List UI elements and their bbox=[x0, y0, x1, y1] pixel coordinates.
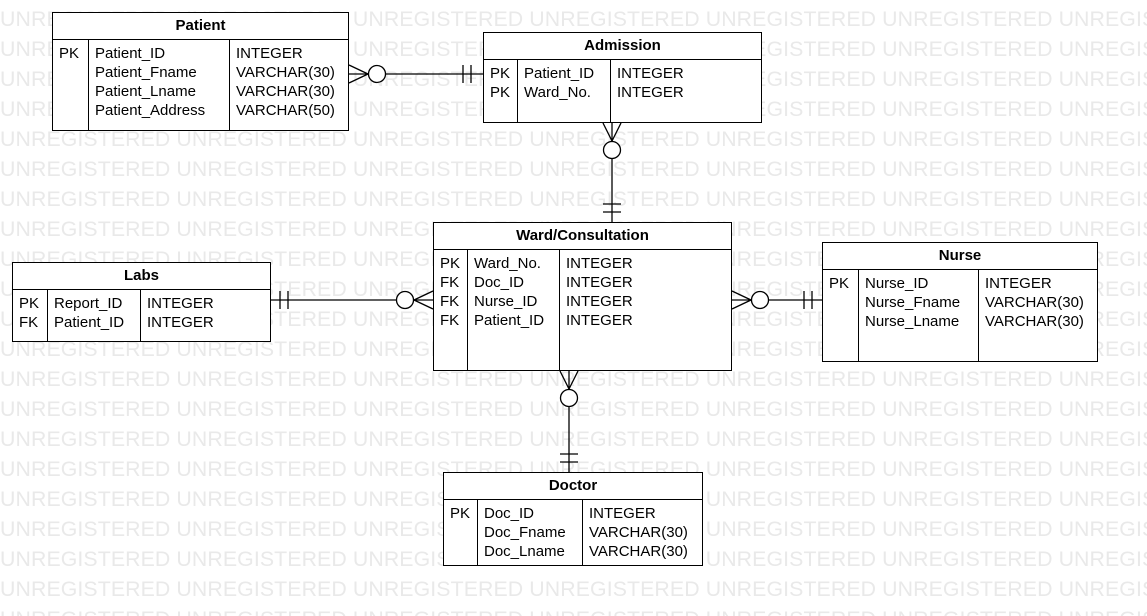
key-label: FK bbox=[440, 293, 460, 310]
name-column: Patient_ID Ward_No. bbox=[518, 60, 611, 122]
type-column: INTEGER VARCHAR(30) VARCHAR(30) bbox=[979, 270, 1097, 361]
key-label: FK bbox=[19, 314, 39, 331]
key-label: PK bbox=[450, 505, 471, 522]
attribute-name: Nurse_ID bbox=[865, 275, 929, 292]
attribute-type: VARCHAR(50) bbox=[236, 102, 335, 119]
relationship-patient-admission[interactable] bbox=[348, 64, 483, 84]
attribute-type: INTEGER bbox=[147, 295, 214, 312]
name-column: Ward_No. Doc_ID Nurse_ID Patient_ID bbox=[468, 250, 560, 370]
entity-labs[interactable]: Labs PK FK Report_ID Patient_ID INTEGER … bbox=[12, 262, 271, 342]
attribute-name: Nurse_Lname bbox=[865, 313, 960, 330]
key-label: FK bbox=[440, 274, 460, 291]
key-label: PK bbox=[59, 45, 80, 62]
attribute-type: VARCHAR(30) bbox=[589, 524, 688, 541]
type-column: INTEGER INTEGER INTEGER INTEGER bbox=[560, 250, 731, 370]
attribute-type: INTEGER bbox=[147, 314, 214, 331]
attribute-type: INTEGER bbox=[566, 255, 633, 272]
attribute-name: Ward_No. bbox=[524, 84, 591, 101]
name-column: Patient_ID Patient_Fname Patient_Lname P… bbox=[89, 40, 230, 130]
attribute-name: Nurse_Fname bbox=[865, 294, 961, 311]
key-column: PK PK bbox=[484, 60, 518, 122]
key-label: PK bbox=[490, 65, 511, 82]
attribute-type: INTEGER bbox=[617, 65, 684, 82]
key-column: PK FK FK FK bbox=[434, 250, 468, 370]
key-label: PK bbox=[440, 255, 461, 272]
entity-ward-consultation[interactable]: Ward/Consultation PK FK FK FK Ward_No. D… bbox=[433, 222, 732, 371]
attribute-name: Nurse_ID bbox=[474, 293, 538, 310]
name-column: Nurse_ID Nurse_Fname Nurse_Lname bbox=[859, 270, 979, 361]
attribute-name: Patient_ID bbox=[524, 65, 595, 82]
name-column: Report_ID Patient_ID bbox=[48, 290, 141, 341]
attribute-type: VARCHAR(30) bbox=[236, 64, 335, 81]
entity-title: Patient bbox=[53, 13, 348, 40]
attribute-name: Report_ID bbox=[54, 295, 123, 312]
entity-admission[interactable]: Admission PK PK Patient_ID Ward_No. INTE… bbox=[483, 32, 762, 123]
type-column: INTEGER VARCHAR(30) VARCHAR(30) bbox=[583, 500, 702, 565]
entity-title: Ward/Consultation bbox=[434, 223, 731, 250]
attribute-name: Doc_Fname bbox=[484, 524, 566, 541]
entity-doctor[interactable]: Doctor PK Doc_ID Doc_Fname Doc_Lname INT… bbox=[443, 472, 703, 566]
key-column: PK bbox=[444, 500, 478, 565]
key-column: PK bbox=[53, 40, 89, 130]
key-label: FK bbox=[440, 312, 460, 329]
key-column: PK FK bbox=[13, 290, 48, 341]
attribute-name: Ward_No. bbox=[474, 255, 541, 272]
attribute-type: VARCHAR(30) bbox=[985, 294, 1084, 311]
name-column: Doc_ID Doc_Fname Doc_Lname bbox=[478, 500, 583, 565]
attribute-name: Patient_ID bbox=[95, 45, 166, 62]
attribute-name: Doc_ID bbox=[474, 274, 525, 291]
attribute-type: INTEGER bbox=[617, 84, 684, 101]
attribute-type: INTEGER bbox=[985, 275, 1052, 292]
attribute-name: Patient_ID bbox=[474, 312, 545, 329]
key-label: PK bbox=[490, 84, 511, 101]
attribute-type: VARCHAR(30) bbox=[985, 313, 1084, 330]
attribute-name: Doc_ID bbox=[484, 505, 535, 522]
attribute-type: INTEGER bbox=[566, 293, 633, 310]
attribute-type: INTEGER bbox=[566, 274, 633, 291]
type-column: INTEGER VARCHAR(30) VARCHAR(30) VARCHAR(… bbox=[230, 40, 348, 130]
entity-patient[interactable]: Patient PK Patient_ID Patient_Fname Pati… bbox=[52, 12, 349, 131]
attribute-name: Patient_Address bbox=[95, 102, 206, 119]
attribute-type: INTEGER bbox=[566, 312, 633, 329]
entity-title: Admission bbox=[484, 33, 761, 60]
relationship-ward-doctor[interactable] bbox=[559, 370, 579, 472]
entity-nurse[interactable]: Nurse PK Nurse_ID Nurse_Fname Nurse_Lnam… bbox=[822, 242, 1098, 362]
attribute-name: Patient_Lname bbox=[95, 83, 196, 100]
type-column: INTEGER INTEGER bbox=[141, 290, 270, 341]
type-column: INTEGER INTEGER bbox=[611, 60, 761, 122]
attribute-name: Patient_Fname bbox=[95, 64, 197, 81]
entity-title: Nurse bbox=[823, 243, 1097, 270]
relationship-labs-ward[interactable] bbox=[271, 290, 434, 310]
attribute-name: Doc_Lname bbox=[484, 543, 565, 560]
key-label: PK bbox=[829, 275, 850, 292]
attribute-type: INTEGER bbox=[589, 505, 656, 522]
key-column: PK bbox=[823, 270, 859, 361]
attribute-name: Patient_ID bbox=[54, 314, 125, 331]
key-label: PK bbox=[19, 295, 40, 312]
entity-title: Labs bbox=[13, 263, 270, 290]
attribute-type: VARCHAR(30) bbox=[589, 543, 688, 560]
entity-title: Doctor bbox=[444, 473, 702, 500]
attribute-type: INTEGER bbox=[236, 45, 303, 62]
relationship-ward-nurse[interactable] bbox=[731, 290, 822, 310]
relationship-admission-ward[interactable] bbox=[602, 122, 622, 223]
attribute-type: VARCHAR(30) bbox=[236, 83, 335, 100]
